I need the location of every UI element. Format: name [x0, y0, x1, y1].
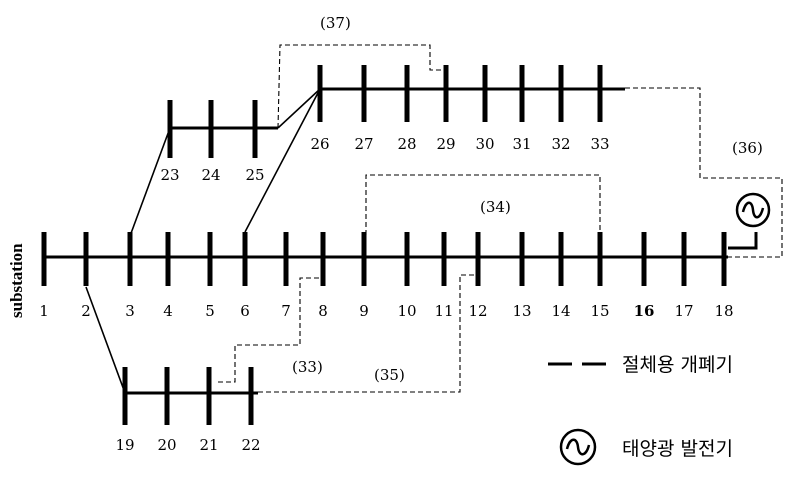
- bus-label-27: 27: [354, 135, 373, 153]
- bus-label-18: 18: [714, 302, 733, 320]
- legend: 절체용 개폐기 태양광 발전기: [548, 354, 733, 466]
- bus-label-4: 4: [163, 302, 173, 320]
- legend-switch-label: 절체용 개폐기: [622, 354, 733, 376]
- bus-label-7: 7: [281, 302, 291, 320]
- left-lateral-bus-bars: [167, 100, 258, 158]
- upper-lateral-bus-labels: 26 27 28 29 30 31 32 33: [310, 135, 609, 153]
- bus-label-9: 9: [359, 302, 369, 320]
- bus-label-19: 19: [115, 436, 134, 454]
- bus-label-6: 6: [240, 302, 250, 320]
- tie-switch-label-33: (33): [292, 358, 323, 376]
- bus-label-17: 17: [674, 302, 693, 320]
- bus-label-10: 10: [397, 302, 416, 320]
- upper-lateral-bus-bars: [317, 65, 603, 122]
- bus-label-22: 22: [241, 436, 260, 454]
- bus-label-30: 30: [475, 135, 494, 153]
- branch-25-to-26: [277, 88, 321, 129]
- bus-label-25: 25: [245, 166, 264, 184]
- bus-label-12: 12: [468, 302, 487, 320]
- bus-label-21: 21: [199, 436, 218, 454]
- bus-label-33: 33: [590, 135, 609, 153]
- branch-3-to-23: [129, 127, 171, 237]
- branch-2-to-19: [85, 286, 126, 394]
- tie-switch-label-34: (34): [480, 198, 511, 216]
- substation-label: substation: [7, 243, 26, 318]
- bus-label-24: 24: [201, 166, 220, 184]
- bus-label-23: 23: [160, 166, 179, 184]
- tie-switch-label-35: (35): [374, 366, 405, 384]
- bus-label-29: 29: [436, 135, 455, 153]
- bus-label-2: 2: [81, 302, 91, 320]
- left-lateral-bus-labels: 23 24 25: [160, 166, 264, 184]
- main-feeder-bus-bars: [41, 232, 727, 286]
- tie-switch-34-route: [365, 174, 601, 235]
- bus-label-13: 13: [512, 302, 531, 320]
- bus-label-28: 28: [397, 135, 416, 153]
- tie-switch-37-route: [277, 44, 445, 129]
- bus-label-1: 1: [39, 302, 49, 320]
- bus-label-26: 26: [310, 135, 329, 153]
- bus-label-16: 16: [634, 302, 655, 320]
- tie-switch-36-route: [625, 87, 783, 258]
- tie-switch-35-route: [258, 274, 478, 393]
- bus-label-32: 32: [551, 135, 570, 153]
- bus-label-15: 15: [590, 302, 609, 320]
- bus-label-5: 5: [205, 302, 215, 320]
- legend-pv-label: 태양광 발전기: [622, 438, 733, 460]
- pv-connection: [728, 232, 758, 250]
- lower-lateral-bus-labels: 19 20 21 22: [115, 436, 260, 454]
- branch-6-to-26: [244, 88, 321, 233]
- tie-switch-label-36: (36): [732, 139, 763, 157]
- bus-label-20: 20: [157, 436, 176, 454]
- pv-generator-icon: [735, 192, 771, 228]
- legend-pv-icon: [559, 428, 597, 466]
- bus-label-11: 11: [434, 302, 453, 320]
- bus-label-8: 8: [318, 302, 328, 320]
- bus-label-31: 31: [512, 135, 531, 153]
- bus-label-14: 14: [551, 302, 570, 320]
- lower-lateral-bus-bars: [122, 367, 254, 425]
- bus-label-3: 3: [125, 302, 135, 320]
- tie-switch-label-37: (37): [320, 14, 351, 32]
